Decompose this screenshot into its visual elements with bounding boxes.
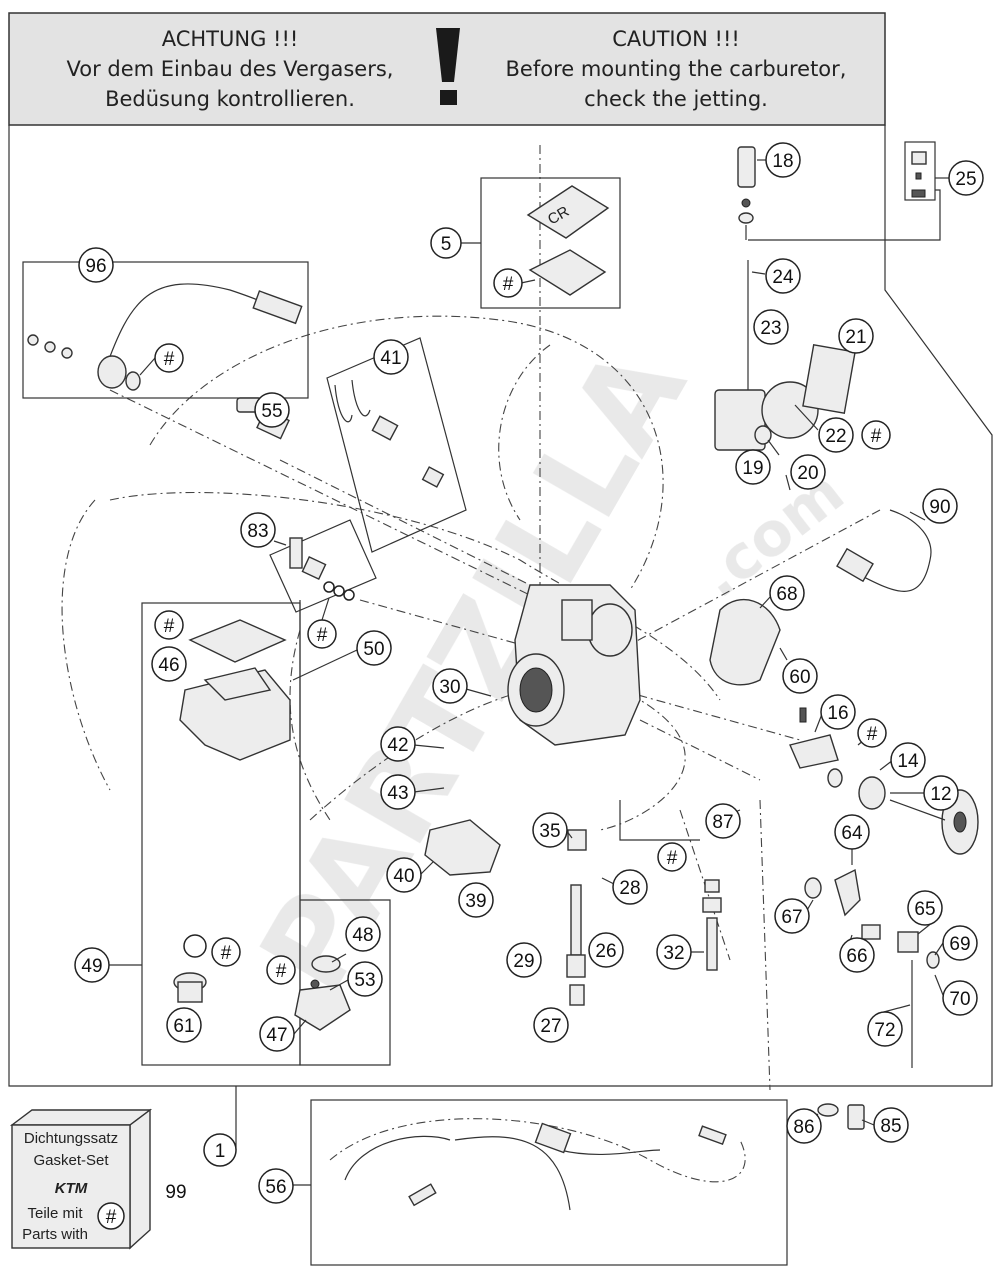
callout-50[interactable]: 50 [363, 639, 384, 660]
bolt-86-85 [817, 1103, 865, 1130]
callout-68[interactable]: 68 [776, 584, 797, 605]
accelerator-pump-47 [294, 955, 351, 1031]
caution-header: ACHTUNG !!! Vor dem Einbau des Vergasers… [8, 12, 886, 126]
callout-83[interactable]: 83 [247, 521, 268, 542]
throttle-cable-90 [836, 509, 932, 592]
callout-56[interactable]: 56 [265, 1177, 286, 1198]
fittings-41 [334, 379, 445, 488]
hash-marker-32: # [667, 848, 678, 869]
callout-40[interactable]: 40 [393, 866, 414, 887]
hash-marker-5: # [503, 274, 514, 295]
callout-46[interactable]: 46 [158, 655, 179, 676]
callout-96[interactable]: 96 [85, 256, 106, 277]
callout-49[interactable]: 49 [81, 956, 102, 977]
main-jet-26 [566, 829, 587, 1006]
float-bowl [179, 667, 291, 761]
drain-plug-61 [173, 934, 207, 1003]
callout-87[interactable]: 87 [712, 812, 733, 833]
callout-64[interactable]: 64 [841, 823, 863, 844]
callout-48[interactable]: 48 [352, 925, 373, 946]
callout-12[interactable]: 12 [930, 784, 951, 805]
callout-21[interactable]: 21 [845, 327, 866, 348]
sensor-19 [714, 260, 856, 451]
callout-18[interactable]: 18 [772, 151, 793, 172]
callout-27[interactable]: 27 [540, 1016, 561, 1037]
hose-kit-56 [344, 1122, 727, 1211]
fitting-83 [289, 537, 355, 601]
callout-20[interactable]: 20 [797, 463, 818, 484]
callout-86[interactable]: 86 [793, 1117, 814, 1138]
callout-42[interactable]: 42 [387, 735, 408, 756]
callout-28[interactable]: 28 [619, 878, 640, 899]
callout-53[interactable]: 53 [354, 970, 375, 991]
top-cover: CR [526, 185, 610, 296]
callout-55[interactable]: 55 [261, 401, 282, 422]
callout-circles: 1 5 12 14 16 18 19 20 21 22 23 24 25 26 … [74, 142, 984, 1204]
callout-90[interactable]: 90 [929, 497, 950, 518]
caution-de-line1: Vor dem Einbau des Vergasers, [67, 57, 394, 81]
callout-61[interactable]: 61 [173, 1016, 194, 1037]
callout-66[interactable]: 66 [846, 946, 867, 967]
callout-67[interactable]: 67 [781, 907, 802, 928]
hash-marker-83: # [317, 625, 328, 646]
callout-43[interactable]: 43 [387, 783, 408, 804]
callout-29[interactable]: 29 [513, 951, 534, 972]
callout-26[interactable]: 26 [595, 941, 616, 962]
callout-22[interactable]: 22 [825, 426, 846, 447]
callout-1[interactable]: 1 [215, 1141, 226, 1162]
gasket-box-line1: Dichtungssatz [24, 1130, 118, 1147]
callout-72[interactable]: 72 [874, 1020, 895, 1041]
carburetor-body [507, 584, 641, 746]
callout-47[interactable]: 47 [266, 1025, 287, 1046]
callout-5[interactable]: 5 [441, 234, 452, 255]
gasket-box-hash: # [106, 1207, 117, 1228]
hash-marker-96: # [164, 349, 175, 370]
cable-96 [27, 283, 303, 391]
caution-de-title: ACHTUNG !!! [162, 27, 299, 51]
bowl-gasket [188, 619, 287, 663]
callout-70[interactable]: 70 [949, 989, 970, 1010]
hash-marker-14: # [867, 724, 878, 745]
needle-18 [737, 146, 756, 240]
callout-32[interactable]: 32 [663, 943, 684, 964]
linkage-16 [789, 707, 839, 769]
caution-en-line2: check the jetting. [584, 87, 768, 111]
callout-25[interactable]: 25 [955, 169, 976, 190]
hash-marker-47: # [276, 961, 287, 982]
callout-23[interactable]: 23 [760, 318, 781, 339]
callout-41[interactable]: 41 [380, 348, 401, 369]
connector-25 [911, 151, 927, 198]
callout-14[interactable]: 14 [897, 751, 919, 772]
gasket-box-brand: KTM [55, 1180, 88, 1197]
callout-60[interactable]: 60 [789, 667, 810, 688]
caution-en-title: CAUTION !!! [612, 27, 740, 51]
choke-bracket-39 [424, 819, 501, 876]
hash-marker-22: # [871, 426, 882, 447]
callout-39[interactable]: 39 [465, 891, 486, 912]
callout-24[interactable]: 24 [772, 267, 794, 288]
callout-69[interactable]: 69 [949, 934, 970, 955]
hash-marker-49: # [221, 943, 232, 964]
gasket-box-line2: Gasket-Set [33, 1152, 109, 1169]
gasket-box-line3: Teile mit [27, 1205, 83, 1222]
linkage-parts-64-70 [804, 868, 940, 969]
callout-65[interactable]: 65 [914, 899, 935, 920]
callout-30[interactable]: 30 [439, 677, 460, 698]
cover-68 [709, 599, 781, 686]
exclamation-icon [436, 28, 460, 105]
diagram-frame [8, 125, 993, 1087]
callout-16[interactable]: 16 [827, 703, 848, 724]
callout-99[interactable]: 99 [165, 1182, 186, 1203]
hash-markers: # # # # # # # # # [154, 268, 891, 985]
callout-19[interactable]: 19 [742, 458, 763, 479]
caution-en-line1: Before mounting the carburetor, [506, 57, 847, 81]
gasket-kit-box: Dichtungssatz Gasket-Set KTM Teile mit P… [9, 1108, 153, 1250]
callout-85[interactable]: 85 [880, 1116, 901, 1137]
callout-35[interactable]: 35 [539, 821, 560, 842]
hash-marker-bowl: # [164, 616, 175, 637]
gasket-box-line4: Parts with [22, 1226, 88, 1243]
caution-de-line2: Bedüsung kontrollieren. [105, 87, 355, 111]
jets-32 [702, 879, 722, 971]
